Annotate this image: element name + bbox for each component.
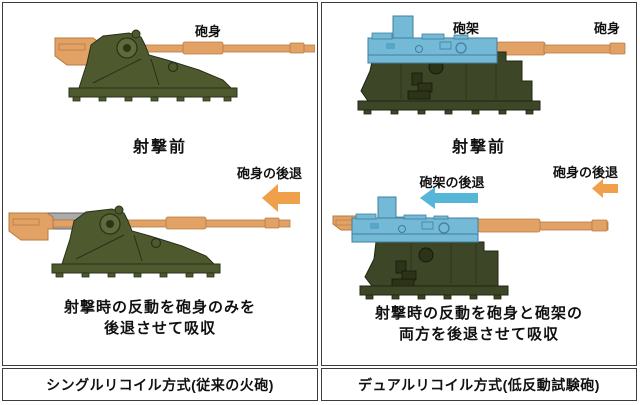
gun-carriage xyxy=(51,205,221,278)
single-recoil-column: 砲身 xyxy=(2,2,318,401)
gun-hull xyxy=(357,51,541,115)
before-firing-label: 射撃前 xyxy=(132,139,187,156)
gun-breech-block xyxy=(8,212,54,241)
gun-carriage-cradle xyxy=(367,15,498,64)
single-recoil-gun-before-illustration xyxy=(54,29,315,102)
barrel-label: 砲身 xyxy=(195,24,222,39)
description-line-1: 射撃時の反動を砲身と砲架の xyxy=(374,305,583,322)
barrel-recoil-label: 砲身の後退 xyxy=(236,166,302,181)
gun-hull xyxy=(359,241,509,300)
gun-barrel xyxy=(496,41,626,56)
before-firing-label: 射撃前 xyxy=(451,139,506,156)
gun-carriage-cradle xyxy=(351,196,479,243)
single-recoil-gun-after-illustration xyxy=(8,205,291,278)
dual-recoil-panel: 砲架 砲身 xyxy=(321,2,637,366)
single-recoil-description: 射撃時の反動を砲身のみを 後退させて吸収 xyxy=(3,297,317,339)
carriage-recoil-label: 砲架の後退 xyxy=(419,175,485,190)
dual-recoil-caption: デュアルリコイル方式(低反動試験砲) xyxy=(321,368,637,401)
dual-recoil-gun-before-illustration xyxy=(357,15,626,115)
barrel-label: 砲身 xyxy=(593,21,620,36)
description-line-2: 両方を後退させて吸収 xyxy=(398,326,559,343)
dual-recoil-description: 射撃時の反動を砲身と砲架の 両方を後退させて吸収 xyxy=(322,303,636,345)
carriage-recoil-left-arrow-icon xyxy=(420,187,478,209)
gun-carriage xyxy=(68,29,238,102)
barrel-recoil-left-arrow-icon xyxy=(262,184,300,212)
dual-recoil-column: 砲架 砲身 xyxy=(321,2,637,401)
barrel-recoil-label: 砲身の後退 xyxy=(552,165,618,180)
single-recoil-caption: シングルリコイル方式(従来の火砲) xyxy=(2,368,318,401)
single-recoil-panel: 砲身 xyxy=(2,2,318,366)
description-line-1: 射撃時の反動を砲身のみを xyxy=(63,299,256,316)
dual-recoil-gun-after-illustration xyxy=(332,196,609,300)
barrel-recoil-left-arrow-icon xyxy=(592,179,618,198)
gun-barrel xyxy=(359,218,609,233)
carriage-label: 砲架 xyxy=(453,21,480,36)
description-line-2: 後退させて吸収 xyxy=(103,320,216,337)
